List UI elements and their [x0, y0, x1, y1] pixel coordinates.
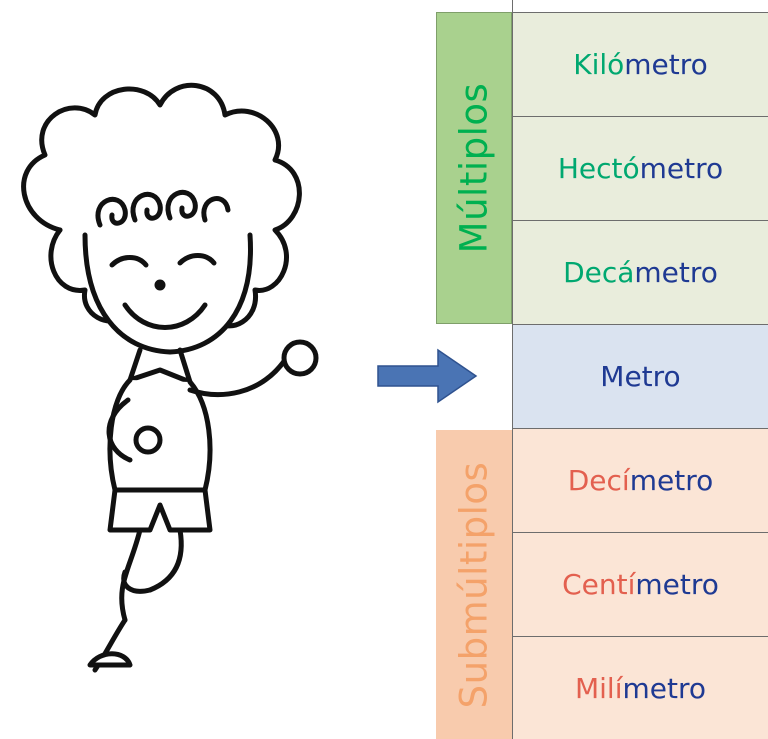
unit-prefix: Kiló — [573, 48, 625, 81]
unit-row-metro: Metro — [512, 324, 768, 428]
submultiples-label-text: Submúltiplos — [452, 461, 496, 708]
submultiples-group-label: Submúltiplos — [436, 430, 512, 739]
unit-prefix: Decí — [567, 464, 630, 497]
unit-root: Metro — [600, 360, 681, 393]
unit-prefix: Hectó — [557, 152, 640, 185]
unit-root: metro — [624, 48, 708, 81]
table-top-edge — [512, 0, 768, 12]
unit-prefix: Centí — [562, 568, 636, 601]
unit-root: metro — [639, 152, 724, 185]
multiples-label-text: Múltiplos — [452, 82, 496, 254]
cartoon-child-walking-icon — [21, 82, 319, 673]
unit-root: metro — [634, 256, 718, 289]
unit-prefix: Decá — [563, 256, 635, 289]
right-arrow-icon — [377, 348, 478, 404]
multiples-group-label: Múltiplos — [436, 12, 512, 324]
unit-root: metro — [629, 464, 714, 497]
unit-root: metro — [622, 671, 706, 705]
unit-root: metro — [635, 568, 719, 601]
unit-prefix: Milí — [574, 671, 623, 705]
